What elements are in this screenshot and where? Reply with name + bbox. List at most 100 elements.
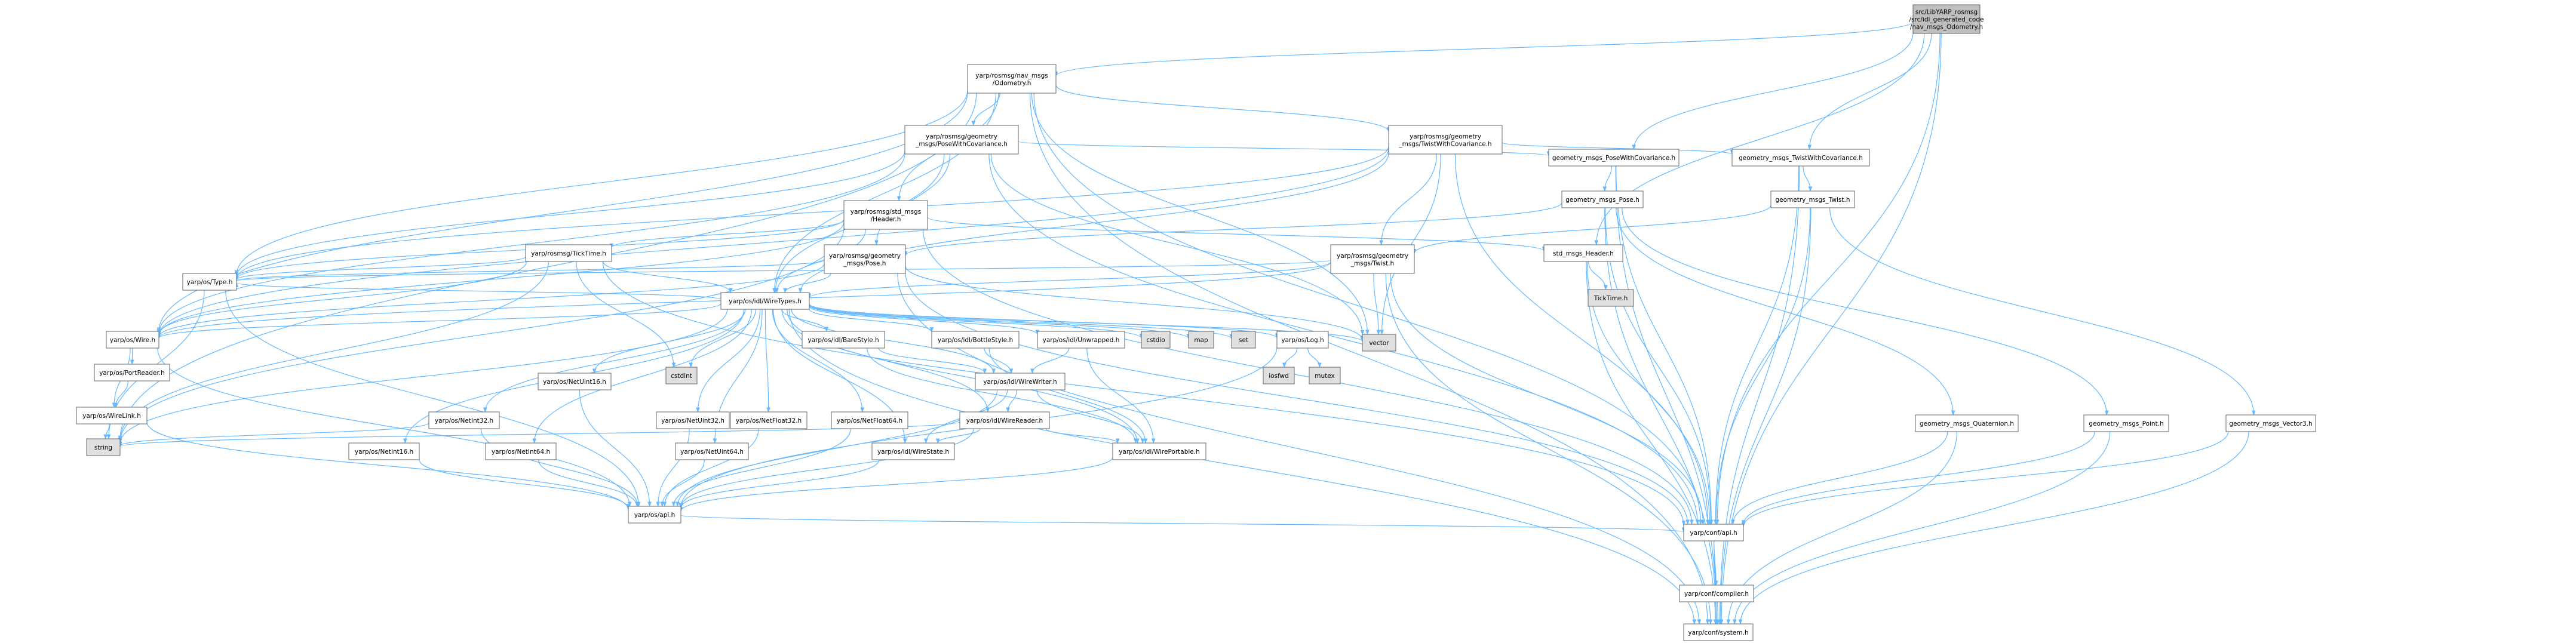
node-ticktime[interactable]: yarp/rosmsg/TickTime.h [525,244,612,262]
node-twist_g[interactable]: geometry_msgs_Twist.h [1770,190,1855,208]
node-wirereader[interactable]: yarp/os/idl/WireReader.h [959,411,1050,429]
node-portreader[interactable]: yarp/os/PortReader.h [94,364,170,382]
edge-twc_y-to-confapi [1454,153,1710,525]
node-netint32[interactable]: yarp/os/NetInt32.h [428,411,500,429]
node-box [1543,244,1623,262]
node-unwrapped[interactable]: yarp/os/idl/Unwrapped.h [1037,331,1125,349]
node-label: yarp/os/PortReader.h [99,370,165,377]
node-box [1276,331,1329,349]
node-odom[interactable]: yarp/rosmsg/nav_msgs/Odometry.h [967,64,1057,94]
edge-twc_g-to-twist_g [1803,165,1813,192]
node-vec3[interactable]: geometry_msgs_Vector3.h [2225,414,2316,432]
node-netint64[interactable]: yarp/os/NetInt64.h [485,442,557,460]
node-label: yarp/rosmsg/geometry [1410,133,1481,140]
node-box [824,244,906,274]
node-label: yarp/os/api.h [634,512,676,519]
node-root[interactable]: src/LibYARP_rosmsg/src/idl_generated_cod… [1909,4,1984,34]
node-box [1309,367,1341,384]
edge-wiretypes-to-netfloat32 [764,309,770,413]
node-box [1231,331,1256,349]
edge-vec3-to-confapi [1741,431,2229,528]
node-box [86,438,121,456]
edge-odom-to-system [1030,93,1710,624]
node-bottlestyle[interactable]: yarp/os/idl/BottleStyle.h [931,331,1020,349]
edge-wiretypes-to-netint32 [483,309,745,413]
node-box [182,273,237,291]
edge-netuint32-to-api [656,428,690,507]
edge-pwc_g-to-system [1615,165,1719,624]
node-box [1362,334,1396,352]
node-wirelink[interactable]: yarp/os/WireLink.h [76,407,148,424]
node-netuint64[interactable]: yarp/os/NetUint64.h [675,442,749,460]
node-twc_g[interactable]: geometry_msgs_TwistWithCovariance.h [1731,149,1870,167]
edge-wiretypes-to-type [235,282,721,300]
node-box [1915,414,2019,432]
node-api[interactable]: yarp/os/api.h [628,506,681,524]
node-pose_y[interactable]: yarp/rosmsg/geometry_msgs/Pose.h [824,244,906,274]
node-twist_y[interactable]: yarp/rosmsg/geometry_msgs/Twist.h [1330,244,1415,274]
node-box [720,292,810,310]
edge-ticktime-to-wire [156,261,527,336]
node-confapi[interactable]: yarp/conf/api.h [1683,524,1744,542]
node-label: yarp/os/NetInt16.h [355,448,413,456]
node-wirewriter[interactable]: yarp/os/idl/WireWriter.h [975,373,1066,390]
edge-log-to-mutex [1307,347,1322,368]
edge-odom-to-twc_y [1055,85,1391,133]
node-wire[interactable]: yarp/os/Wire.h [106,331,159,349]
node-label: TickTime.h [1594,295,1628,302]
edge-wirewriter-to-wireportable [1036,389,1145,444]
node-pwc_g[interactable]: geometry_msgs_PoseWithCovariance.h [1548,149,1680,167]
node-vector: vector [1362,334,1396,352]
node-box [1683,623,1754,641]
node-netfloat32[interactable]: yarp/os/NetFloat32.h [730,411,808,429]
node-std_hdr[interactable]: std_msgs_Header.h [1543,244,1623,262]
edge-type-to-api [225,290,641,507]
node-box [538,373,612,390]
node-type[interactable]: yarp/os/Type.h [182,273,237,291]
node-box [1912,4,1981,34]
edge-wiretypes-to-system [788,309,1697,624]
node-pwc_y[interactable]: yarp/rosmsg/geometry_msgs/PoseWithCovari… [904,125,1019,155]
node-twc_y[interactable]: yarp/rosmsg/geometry_msgs/TwistWithCovar… [1388,125,1503,155]
edge-twc_y-to-wire [156,148,1389,337]
node-pose_g[interactable]: geometry_msgs_Pose.h [1561,190,1644,208]
node-wireportable[interactable]: yarp/os/idl/WirePortable.h [1112,442,1206,460]
node-wirestate[interactable]: yarp/os/idl/WireState.h [871,442,955,460]
node-label: yarp/rosmsg/TickTime.h [531,250,606,257]
node-label: mutex [1315,373,1335,380]
node-wiretypes[interactable]: yarp/os/idl/WireTypes.h [720,292,810,310]
node-netfloat64[interactable]: yarp/os/NetFloat64.h [831,411,908,429]
edge-twc_y-to-twc_g [1502,142,1734,155]
node-barestyle[interactable]: yarp/os/idl/BareStyle.h [802,331,885,349]
node-label: yarp/os/idl/WirePortable.h [1119,448,1200,456]
node-quat[interactable]: geometry_msgs_Quaternion.h [1915,414,2019,432]
node-box [1188,331,1214,349]
edge-wiretypes-to-string [118,309,728,444]
edge-vec3-to-system [1738,431,2249,624]
node-netuint32[interactable]: yarp/os/NetUint32.h [656,411,730,429]
edge-pwc_y-to-vector [990,153,1365,336]
edge-ticktime-to-confapi [602,261,1686,526]
edge-netint16-to-api [419,459,631,509]
node-hdr_y[interactable]: yarp/rosmsg/std_msgs/Header.h [843,200,928,230]
node-label: yarp/conf/api.h [1690,530,1737,537]
edge-wirereader-to-api [678,428,974,508]
node-netint16[interactable]: yarp/os/NetInt16.h [348,442,420,460]
node-compiler[interactable]: yarp/conf/compiler.h [1679,584,1754,602]
node-label: string [94,444,112,451]
edge-log-to-iosfwd [1282,347,1298,368]
node-point[interactable]: geometry_msgs_Point.h [2083,414,2169,432]
edge-portreader-to-wirelink [113,380,128,408]
edge-root-to-pwc_g [1632,33,1914,150]
node-label: /Odometry.h [993,79,1031,87]
node-label: geometry_msgs_Pose.h [1565,196,1639,204]
node-log[interactable]: yarp/os/Log.h [1276,331,1329,349]
node-label: _msgs/TwistWithCovariance.h [1398,140,1491,147]
node-netuint16[interactable]: yarp/os/NetUint16.h [538,373,612,390]
node-mutex: mutex [1309,367,1341,384]
edge-netfloat64-to-api [671,428,851,507]
node-system[interactable]: yarp/conf/system.h [1683,623,1754,641]
node-label: yarp/rosmsg/geometry [926,133,997,140]
node-box [931,331,1020,349]
edge-odom-to-confapi [1033,93,1703,525]
